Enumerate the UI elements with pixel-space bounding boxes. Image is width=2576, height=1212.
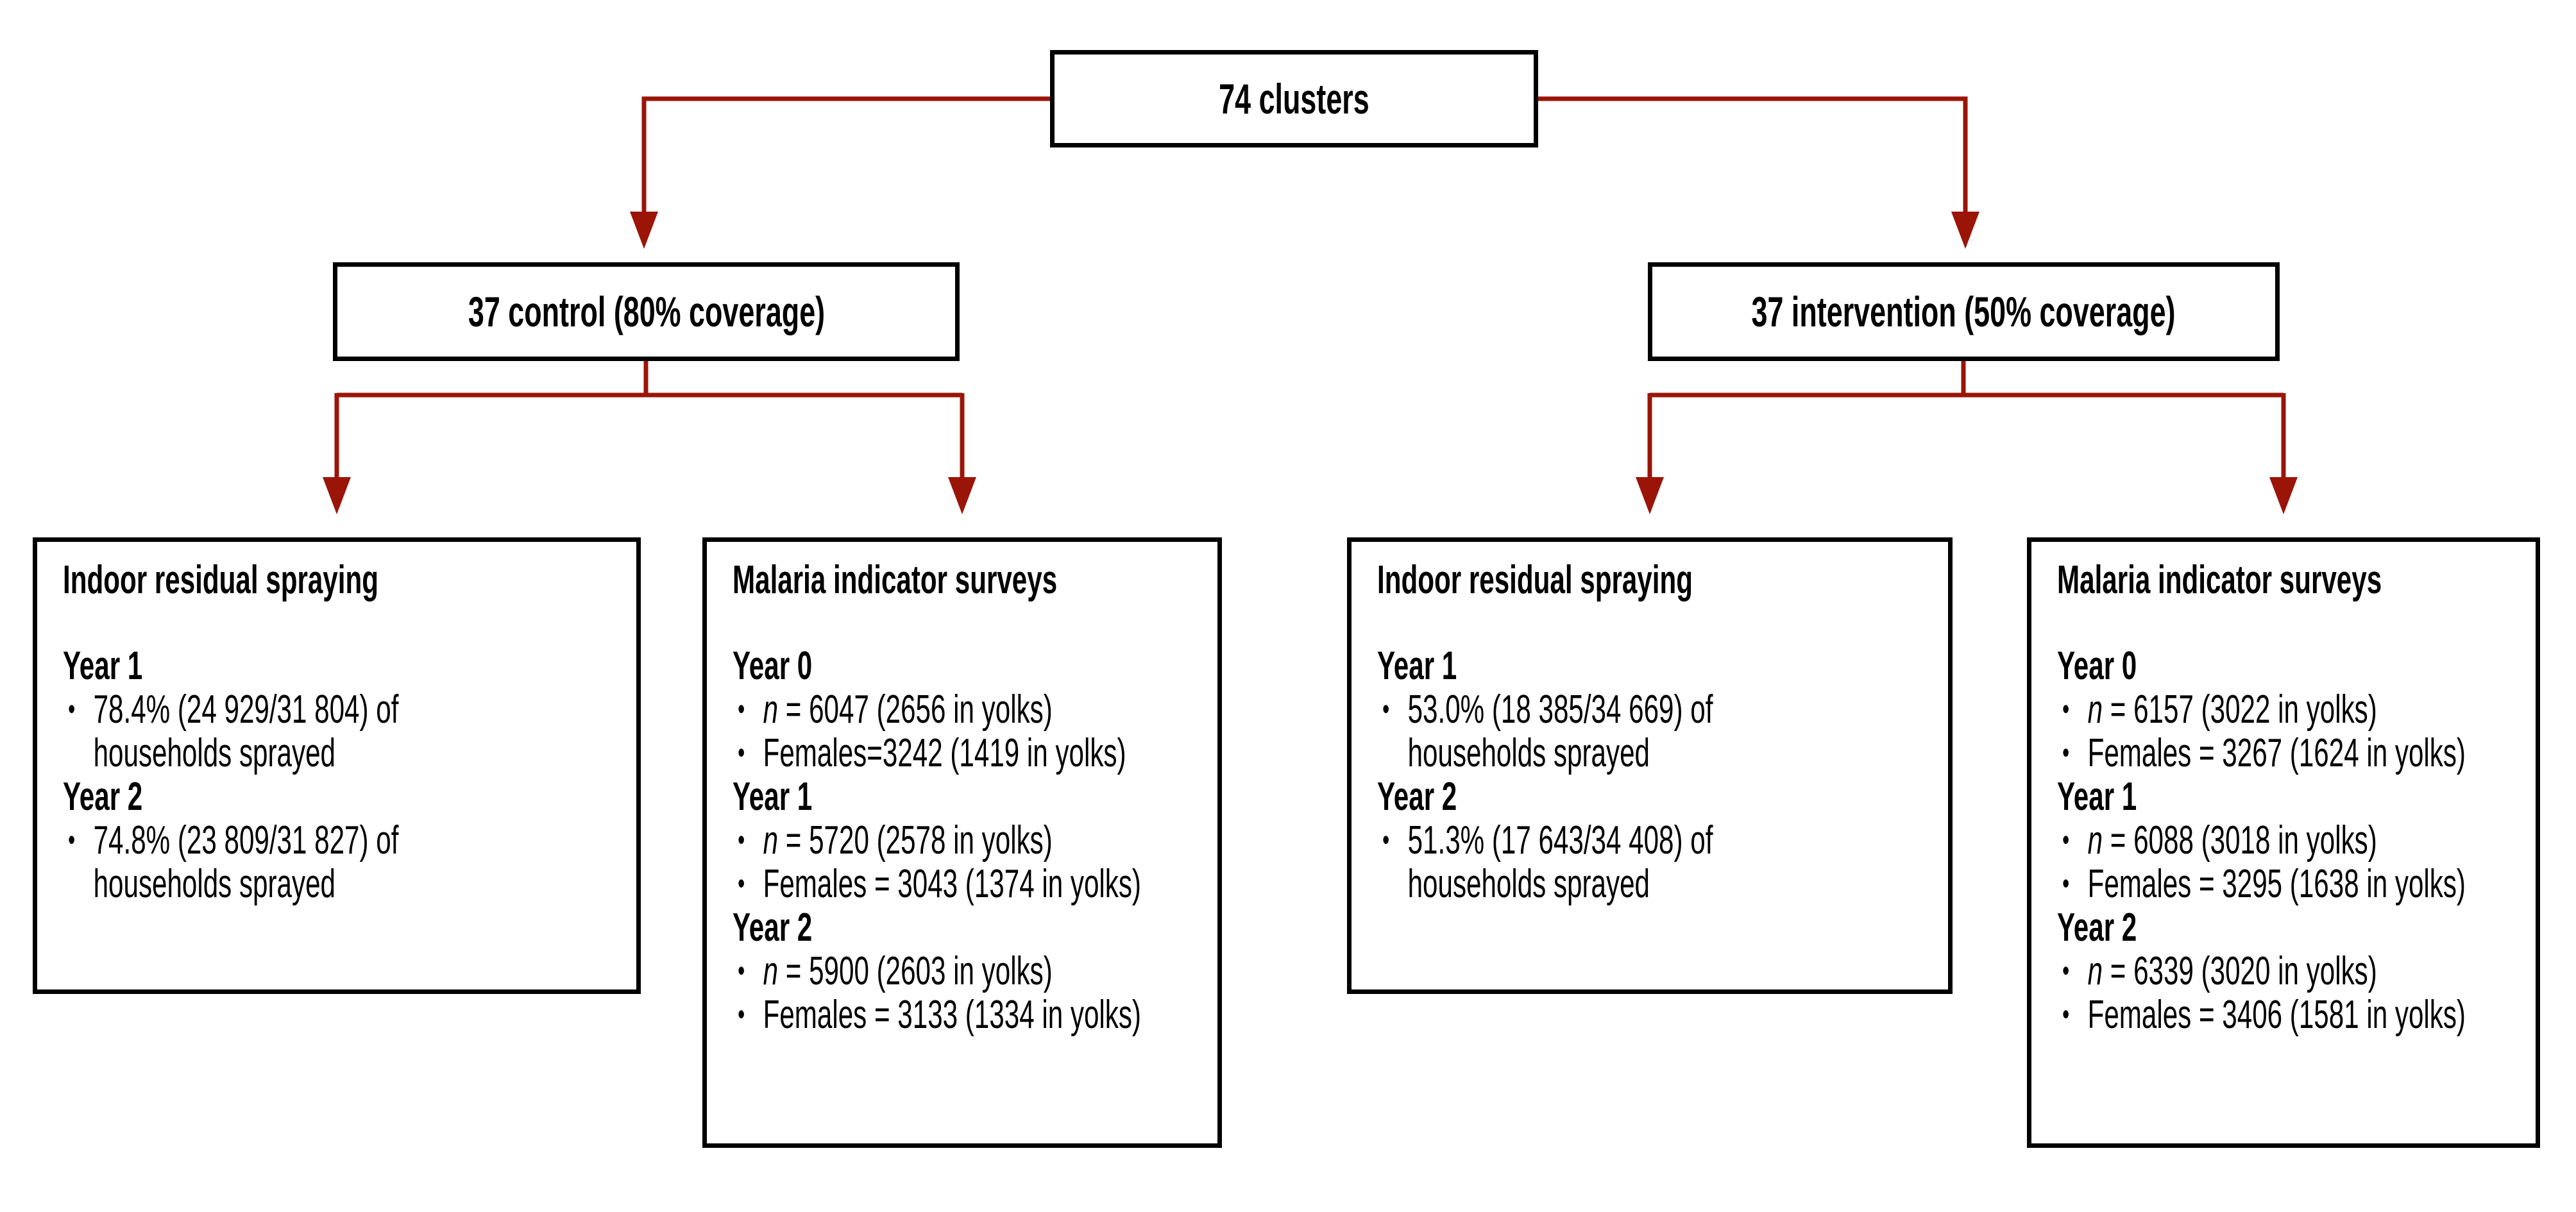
bullet-icon: • [738,823,745,856]
connector-root-to-intervention [1538,96,1968,213]
box-content: Malaria indicator surveys Year 0•n = 615… [2057,559,2510,1037]
control-arm-label: 37 control (80% coverage) [468,288,825,335]
bullet-continuation: households sprayed [93,862,335,906]
bullet-continuation: households sprayed [1407,731,1650,775]
bullet-continuation: households sprayed [1407,862,1650,906]
box-title: Indoor residual spraying [1377,558,1693,602]
bullet-item: •n = 6088 (3018 in yolks) [2062,818,2377,863]
intervention-arm-label: 37 intervention (50% coverage) [1752,288,2176,335]
italic-n: n [2087,818,2103,863]
bullet-icon: • [2062,866,2070,900]
bullet-item: •Females = 3043 (1374 in yolks) [738,862,1141,906]
bullet-item: •78.4% (24 929/31 804) of [68,687,399,732]
bullet-item: •53.0% (18 385/34 669) of [1382,687,1713,732]
irs-intervention-box: Indoor residual spraying Year 1•53.0% (1… [1347,537,1953,994]
cluster-root-label: 74 clusters [1219,75,1369,122]
box-title: Malaria indicator surveys [733,558,1058,602]
bullet-icon: • [2062,954,2070,987]
bullet-icon: • [68,692,76,725]
bullet-item: •Females=3242 (1419 in yolks) [738,731,1126,775]
italic-n: n [763,949,779,993]
bullet-icon: • [68,823,76,856]
box-content: Indoor residual spraying Year 1•78.4% (2… [63,559,611,906]
italic-n: n [763,818,779,863]
year-heading: Year 2 [1377,775,1457,819]
bullet-icon: • [1382,692,1390,725]
bullet-continuation: households sprayed [93,731,335,775]
bullet-icon: • [2062,692,2070,725]
italic-n: n [2087,687,2103,732]
connector-intervention-split [1647,359,2286,478]
bullet-icon: • [2062,997,2070,1031]
bullet-item: •Females = 3406 (1581 in yolks) [2062,993,2466,1037]
control-arm-box: 37 control (80% coverage) [333,262,960,361]
year-heading: Year 1 [63,644,143,688]
year-heading: Year 2 [733,905,813,950]
connector-control-split [334,359,965,478]
box-title: Malaria indicator surveys [2057,558,2382,602]
bullet-item: •n = 6047 (2656 in yolks) [738,687,1053,732]
bullet-item: •74.8% (23 809/31 827) of [68,818,399,863]
box-content: Malaria indicator surveys Year 0•n = 604… [733,559,1192,1037]
bullet-item: •Females = 3267 (1624 in yolks) [2062,731,2466,775]
arrow-down-icon [2269,477,2298,514]
bullet-item: •Females = 3295 (1638 in yolks) [2062,862,2466,906]
mis-intervention-box: Malaria indicator surveys Year 0•n = 615… [2027,537,2540,1148]
arrow-down-icon [323,477,351,514]
bullet-item: •51.3% (17 643/34 408) of [1382,818,1713,863]
bullet-icon: • [738,692,745,725]
bullet-icon: • [738,736,745,769]
arrow-down-icon [948,477,976,514]
bullet-icon: • [2062,736,2070,769]
bullet-item: •n = 6157 (3022 in yolks) [2062,687,2377,732]
cluster-root-box: 74 clusters [1050,50,1538,147]
box-lines: Year 0•n = 6047 (2656 in yolks)•Females=… [733,644,1192,1037]
arrow-down-icon [1951,212,1979,249]
bullet-icon: • [738,997,745,1031]
bullet-icon: • [2062,823,2070,856]
connector-root-to-control [641,96,1050,213]
italic-n: n [763,687,779,732]
year-heading: Year 2 [63,775,143,819]
bullet-icon: • [738,954,745,987]
bullet-icon: • [1382,823,1390,856]
arrow-down-icon [1636,477,1664,514]
mis-control-box: Malaria indicator surveys Year 0•n = 604… [702,537,1222,1148]
year-heading: Year 1 [733,775,813,819]
bullet-item: •n = 5900 (2603 in yolks) [738,949,1053,993]
year-heading: Year 0 [733,644,813,688]
bullet-item: •n = 6339 (3020 in yolks) [2062,949,2377,993]
italic-n: n [2087,949,2103,993]
bullet-item: •n = 5720 (2578 in yolks) [738,818,1053,863]
box-lines: Year 0•n = 6157 (3022 in yolks)•Females … [2057,644,2510,1037]
year-heading: Year 2 [2057,905,2137,950]
arrow-down-icon [630,212,658,249]
bullet-icon: • [738,866,745,900]
intervention-arm-box: 37 intervention (50% coverage) [1648,262,2280,361]
bullet-item: •Females = 3133 (1334 in yolks) [738,993,1141,1037]
year-heading: Year 1 [2057,775,2137,819]
year-heading: Year 1 [1377,644,1457,688]
irs-control-box: Indoor residual spraying Year 1•78.4% (2… [33,537,641,994]
box-title: Indoor residual spraying [63,558,378,602]
year-heading: Year 0 [2057,644,2137,688]
box-content: Indoor residual spraying Year 1•53.0% (1… [1377,559,1922,906]
